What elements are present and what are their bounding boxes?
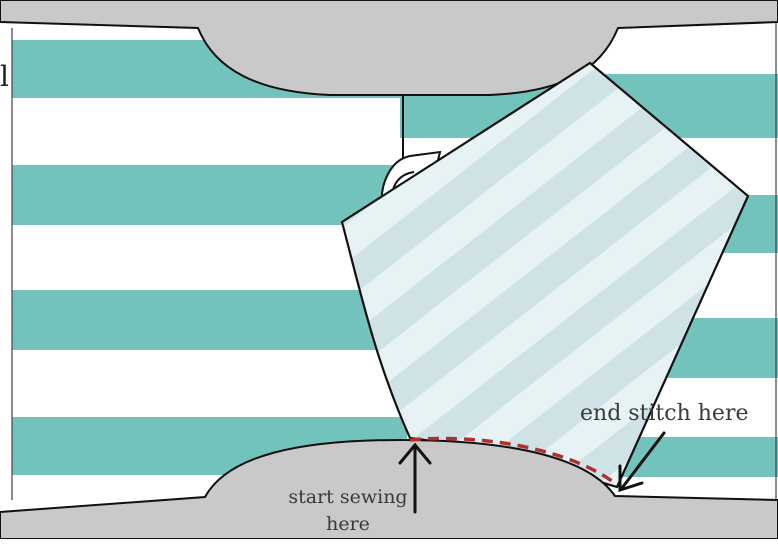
arrow-down-left-icon: [618, 431, 666, 493]
bottom-presser-plate: [0, 438, 778, 540]
stripe-5: [12, 290, 407, 350]
stripe-3: [12, 165, 407, 225]
stripe-8: [615, 437, 778, 477]
top-presser-plate: [0, 0, 778, 96]
stitch-line: [409, 436, 613, 483]
start-sewing-label-line1: start sewing: [288, 486, 408, 508]
end-stitch-label: end stitch here: [580, 401, 749, 426]
start-sewing-label: start sewing here: [278, 484, 418, 538]
start-sewing-label-line2: here: [326, 513, 370, 535]
arrow-up-icon: [398, 442, 432, 514]
edge-letter: l: [0, 60, 9, 93]
